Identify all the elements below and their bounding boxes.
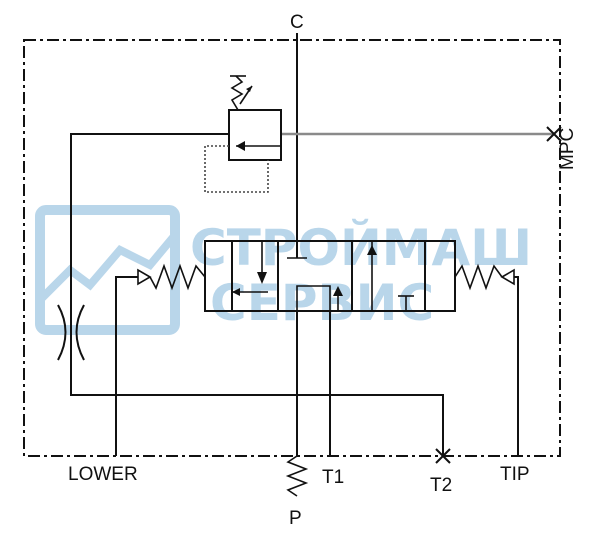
port-t1-label: T1 <box>322 467 344 488</box>
port-t2-label: T2 <box>430 475 452 496</box>
port-p-label: P <box>289 508 302 529</box>
tip-line <box>514 276 519 456</box>
watermark-logo <box>35 205 180 335</box>
orifice-icon <box>57 304 85 361</box>
port-mpc-label: MPC <box>557 128 578 170</box>
lower-line <box>115 276 138 456</box>
mpc-plug-icon <box>546 126 562 142</box>
watermark-line1: СТРОЙМАШ <box>190 218 532 277</box>
pilot-dotted-line <box>204 145 269 193</box>
watermark-line2: СЕРВИС <box>210 274 434 332</box>
port-tip-label: TIP <box>500 464 530 485</box>
valve-body-boundary <box>23 39 561 457</box>
relief-valve-icon <box>228 75 282 161</box>
port-lower-label: LOWER <box>68 464 138 485</box>
t2-plug-icon <box>435 448 451 464</box>
port-c-label: C <box>290 12 304 33</box>
p-spring-icon <box>285 455 309 497</box>
valve-flow-arrows <box>231 241 414 311</box>
relief-drain-line <box>70 133 444 455</box>
